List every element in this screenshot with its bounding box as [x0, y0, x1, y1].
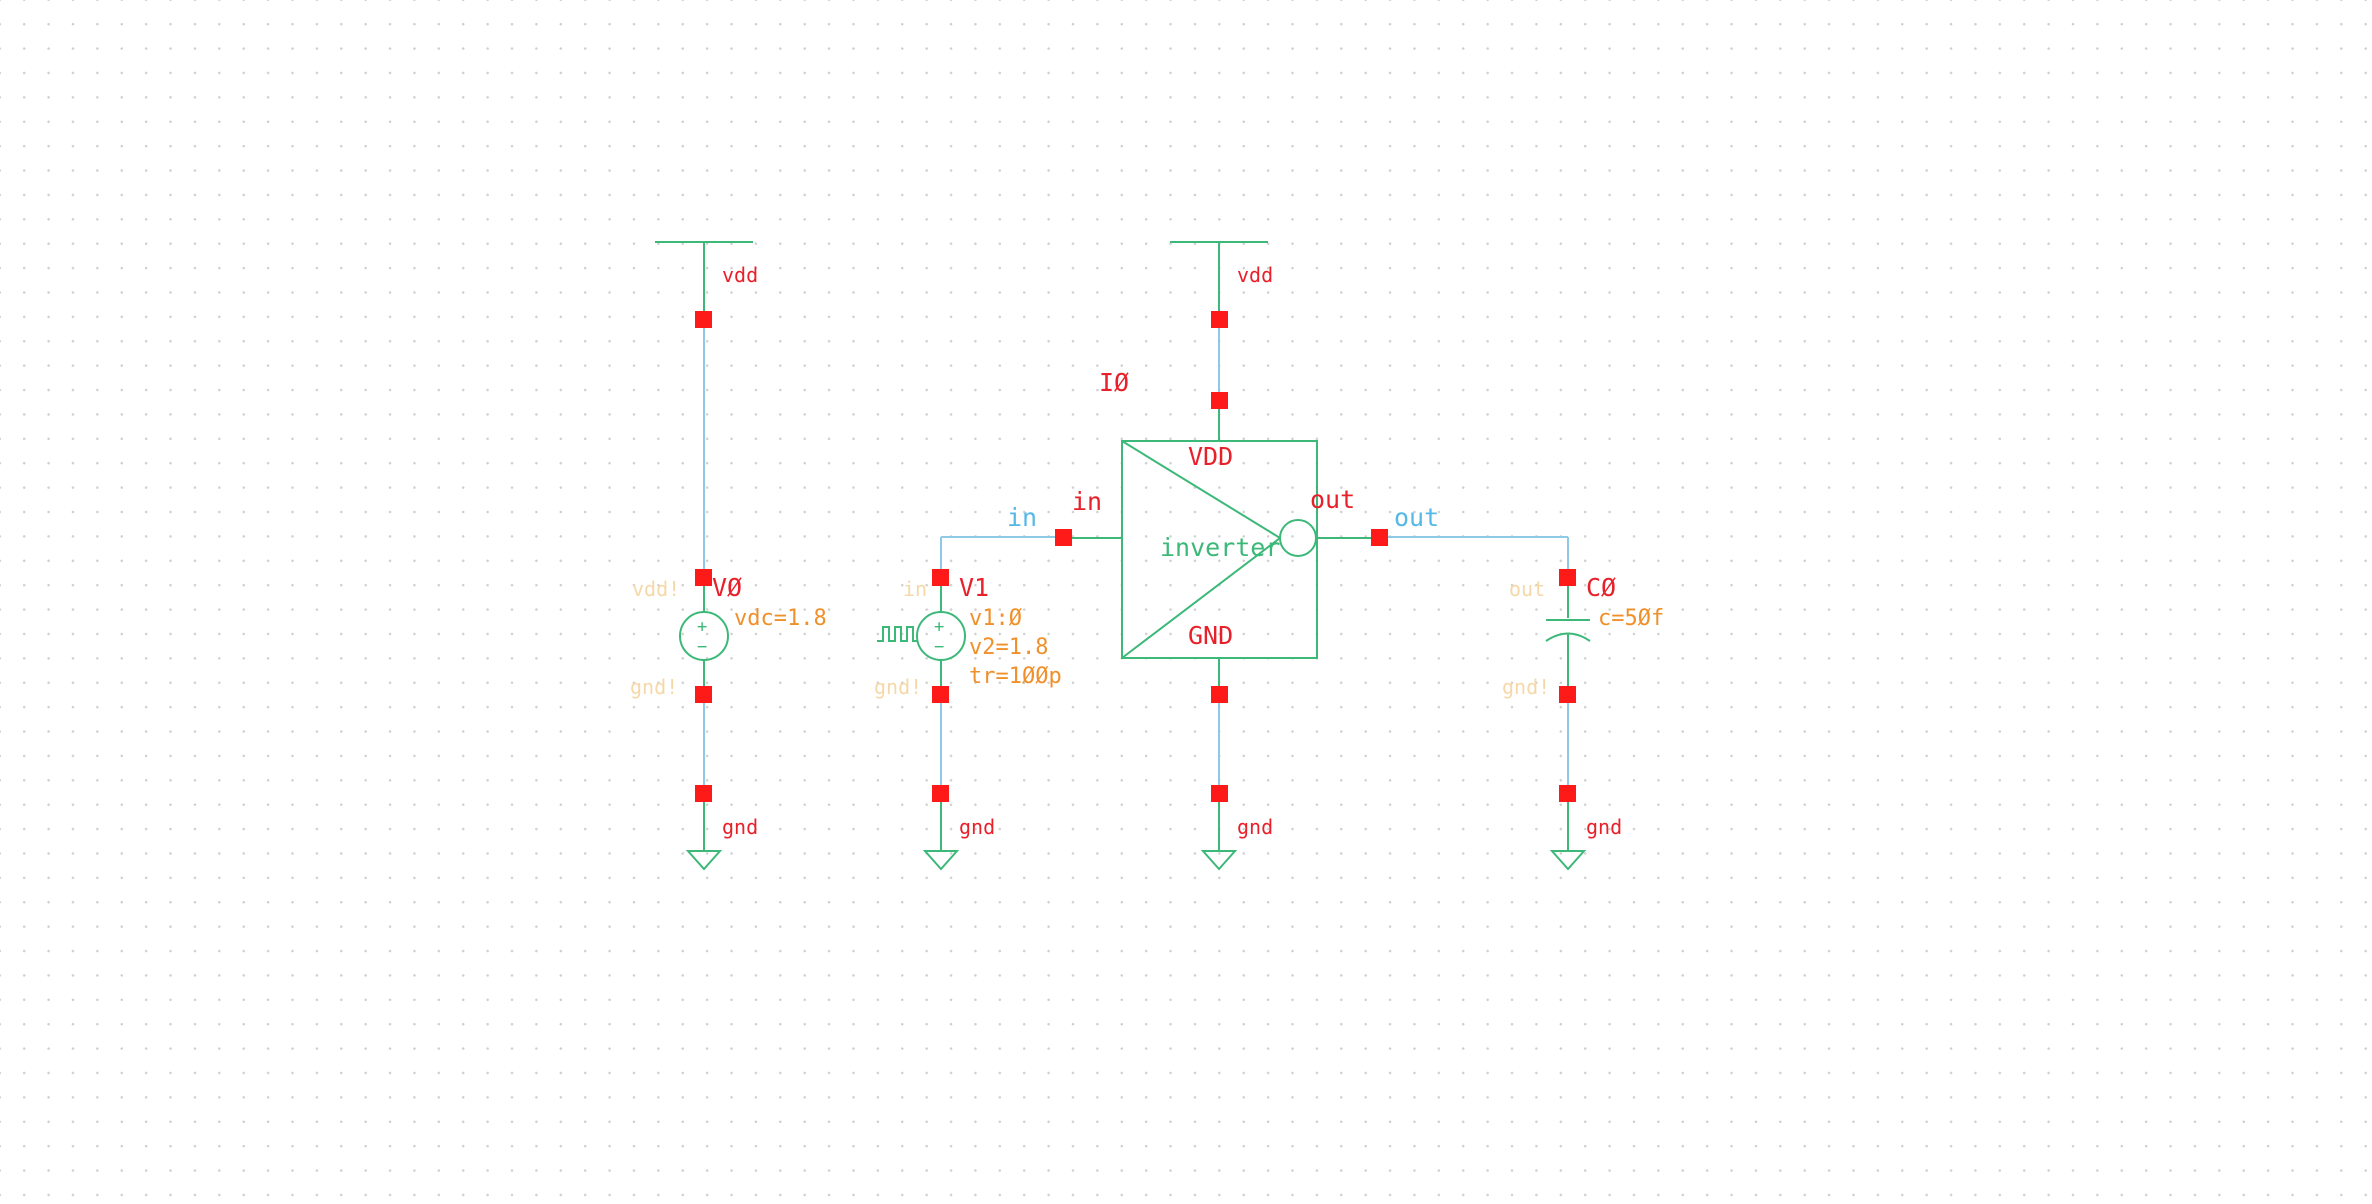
pin-c0-top[interactable] [1559, 569, 1576, 586]
v0-param-vdc: vdc=1.8 [734, 606, 827, 631]
v0-column: + − vdd gnd VØ vdd! gnd! vdc=1.8 [630, 241, 827, 871]
inverter-instance: vdd gnd IØ VDD GND in out inverter [1055, 241, 1388, 871]
v0-pin-top-label: vdd! [632, 577, 680, 601]
v1-pin-bottom-label: gnd! [874, 675, 922, 699]
gnd-label-center: gnd [1237, 815, 1273, 839]
c0-instance-name: CØ [1586, 573, 1616, 602]
v1-plus-sign: + [934, 617, 944, 637]
net-label-in: in [1007, 503, 1037, 532]
ground-symbol-v1 [922, 850, 960, 871]
gnd-label-right: gnd [1586, 815, 1622, 839]
inverter-pin-out-label: out [1310, 485, 1355, 514]
capacitor-plate-bottom [1545, 632, 1591, 642]
pin-gnd-right[interactable] [1559, 785, 1576, 802]
pin-vdd-left[interactable] [695, 311, 712, 328]
pin-gnd-left[interactable] [695, 785, 712, 802]
inverter-triangle-bottom [1121, 537, 1281, 659]
v1-minus-sign: − [934, 637, 944, 657]
pin-gnd-center[interactable] [1211, 785, 1228, 802]
inverter-pin-gnd-label: GND [1188, 621, 1233, 650]
ground-symbol-right [1549, 850, 1587, 871]
pulse-waveform-icon [877, 626, 917, 642]
c0-column: gnd CØ out gnd! c=5Øf out [1388, 503, 1664, 871]
v1-column: + − gnd V1 in gnd! v1:Ø v2=1.8 tr=1ØØp i… [874, 503, 1062, 871]
v1-param-v2: v2=1.8 [969, 635, 1048, 660]
pin-v0-minus[interactable] [695, 686, 712, 703]
v1-instance-name: V1 [959, 573, 989, 602]
inverter-pin-vdd-label: VDD [1188, 442, 1233, 471]
vdd-label-center: vdd [1237, 263, 1273, 287]
pin-v1-minus[interactable] [932, 686, 949, 703]
c0-pin-bottom-label: gnd! [1502, 675, 1550, 699]
net-label-out: out [1394, 503, 1439, 532]
inverter-instance-name: IØ [1099, 368, 1129, 397]
ground-symbol-center [1200, 850, 1238, 871]
c0-param-c: c=5Øf [1598, 606, 1664, 631]
pin-c0-bottom[interactable] [1559, 686, 1576, 703]
pin-gnd-v1[interactable] [932, 785, 949, 802]
v1-param-v1: v1:Ø [969, 606, 1022, 631]
v0-instance-name: VØ [712, 573, 742, 602]
v0-minus-sign: − [697, 637, 707, 657]
pin-v0-plus[interactable] [695, 569, 712, 586]
inverter-cell-name: inverter [1160, 533, 1280, 562]
pin-vdd-center[interactable] [1211, 311, 1228, 328]
v0-plus-sign: + [697, 617, 707, 637]
ground-symbol-left [685, 850, 723, 871]
pin-inverter-in[interactable] [1055, 529, 1072, 546]
inverter-triangle-top [1121, 440, 1281, 539]
v1-param-tr: tr=1ØØp [969, 664, 1062, 689]
v0-pin-bottom-label: gnd! [630, 675, 678, 699]
pin-inverter-gnd[interactable] [1211, 686, 1228, 703]
v1-pin-top-label: in [903, 577, 927, 601]
c0-pin-top-label: out [1509, 577, 1545, 601]
inverter-pin-in-label: in [1072, 487, 1102, 516]
inverter-bubble [1279, 519, 1317, 557]
pin-inverter-out[interactable] [1371, 529, 1388, 546]
pin-v1-plus[interactable] [932, 569, 949, 586]
gnd-label-left: gnd [722, 815, 758, 839]
pin-inverter-vdd[interactable] [1211, 392, 1228, 409]
vdd-label-left: vdd [722, 263, 758, 287]
gnd-label-v1: gnd [959, 815, 995, 839]
